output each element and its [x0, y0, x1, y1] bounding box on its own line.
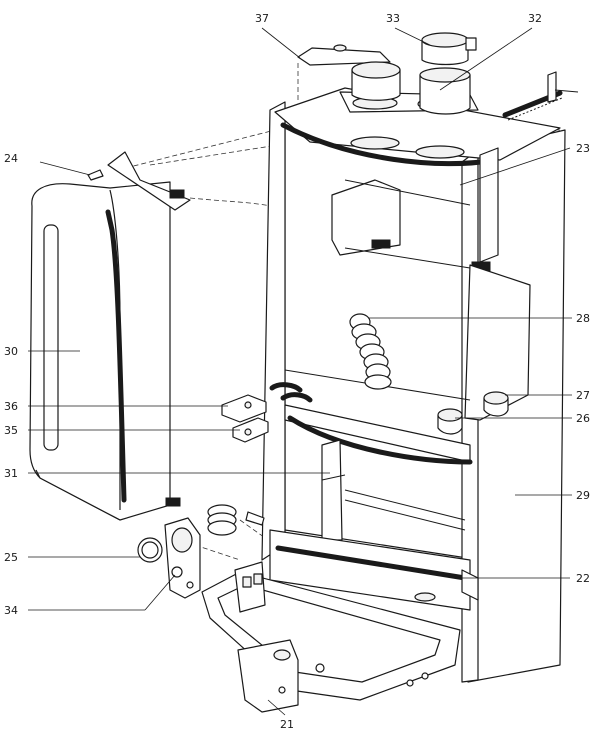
chassis-frame	[201, 87, 566, 713]
leader-34b	[144, 574, 176, 611]
callout-35: 35	[4, 424, 18, 437]
callout-labels: 21 22 23 24 25 26 27 28 29 30 31 32 33 3…	[4, 12, 590, 731]
leader-32	[439, 27, 533, 91]
gauge-assembly	[137, 504, 265, 599]
callout-33: 33	[386, 12, 400, 25]
callout-28: 28	[576, 312, 590, 325]
callout-24: 24	[4, 152, 18, 165]
callout-37: 37	[255, 12, 269, 25]
leader-33	[394, 27, 431, 46]
front-casing	[29, 151, 191, 521]
callout-21: 21	[280, 718, 294, 731]
corrugated-hose	[349, 313, 392, 390]
clip-components	[221, 382, 313, 443]
leader-21	[267, 699, 286, 716]
callout-31: 31	[4, 467, 18, 480]
callout-22: 22	[576, 572, 590, 585]
callout-25: 25	[4, 551, 18, 564]
leader-24	[39, 161, 91, 176]
leader-23	[459, 147, 571, 186]
flue-components	[297, 32, 477, 115]
callout-34: 34	[4, 604, 18, 617]
leader-lines	[28, 27, 572, 716]
callout-27: 27	[576, 389, 590, 402]
callout-29: 29	[576, 489, 590, 502]
callout-26: 26	[576, 412, 590, 425]
spring-assembly	[502, 71, 579, 121]
callout-23: 23	[576, 142, 590, 155]
callout-36: 36	[4, 400, 18, 413]
callout-30: 30	[4, 345, 18, 358]
callout-32: 32	[528, 12, 542, 25]
leader-37	[261, 27, 301, 59]
